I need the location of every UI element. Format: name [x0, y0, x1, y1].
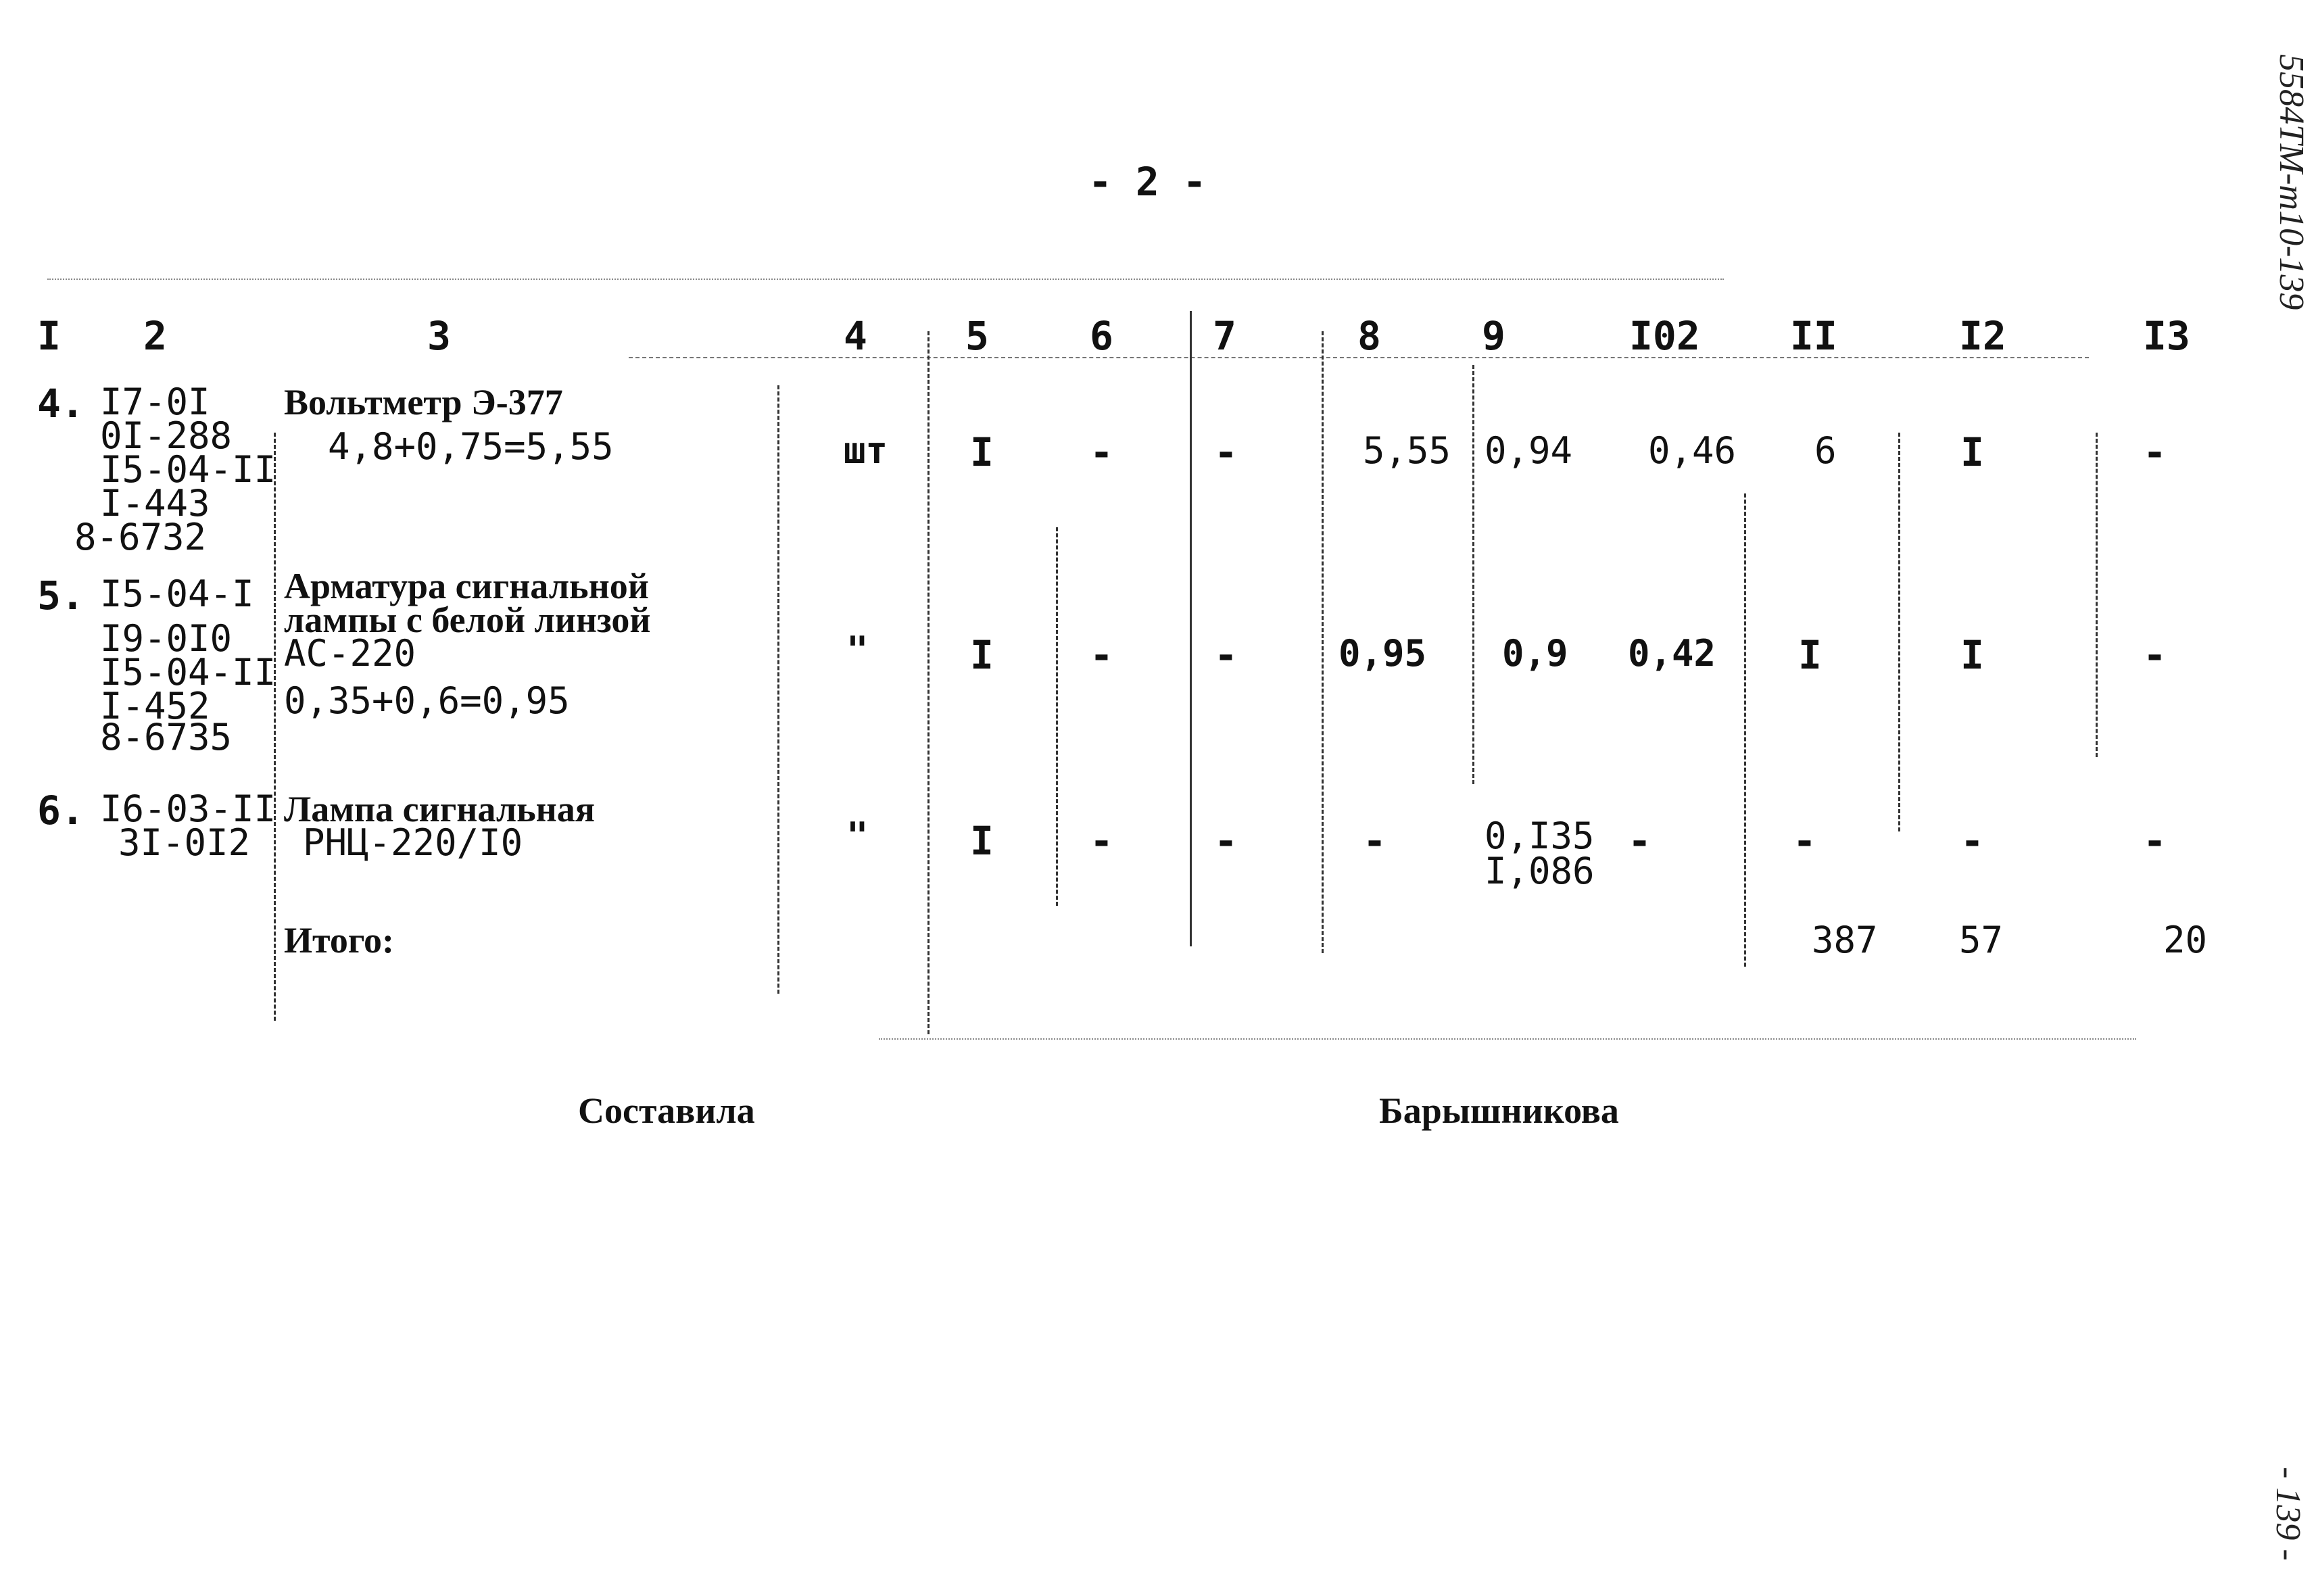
cell-col8: 0,95: [1338, 632, 1427, 675]
cell-col6: -: [1090, 818, 1113, 864]
cell-col6: -: [1090, 632, 1113, 678]
row-description: АС-220: [284, 632, 416, 675]
row-code: 8-6732: [74, 516, 207, 558]
col-sep-4-5: [927, 331, 930, 1034]
row-code: 8-6735: [100, 716, 233, 758]
header-rule: [629, 357, 2089, 358]
signature-label: Составила: [578, 1090, 755, 1131]
row-code: I6-03-II: [100, 788, 276, 830]
col-sep-10-11: [1744, 493, 1746, 967]
row-description: Вольтметр Э-377: [284, 382, 563, 422]
cell-col13: -: [2143, 429, 2167, 475]
col-header-7: 7: [1213, 313, 1236, 359]
col-header-1: I: [37, 313, 61, 359]
row-description: Лампа сигнальная: [284, 789, 596, 829]
corner-code: 5584ТМ-т10-139: [2272, 54, 2311, 310]
col-sep-6-7: [1190, 311, 1192, 946]
cell-col9: 0,I35: [1485, 815, 1595, 857]
row-code: I5-04-I: [100, 573, 254, 615]
top-rule: [47, 279, 1724, 280]
row-code: I-452: [100, 685, 210, 727]
col-sep-12-13: [2096, 433, 2098, 757]
col-header-13: I3: [2143, 313, 2190, 359]
page-number: - 2 -: [1088, 159, 1207, 205]
cell-col9: I,086: [1485, 850, 1595, 892]
total-label: Итого:: [284, 920, 394, 961]
row-description: 4,8+0,75=5,55: [328, 425, 614, 468]
row-code: I5-04-II: [100, 651, 276, 694]
cell-col9: 0,94: [1485, 429, 1573, 472]
row-number: 4.: [37, 381, 85, 427]
cell-col13: -: [2143, 632, 2167, 678]
cell-col5: I: [970, 429, 994, 475]
cell-col10: 0,42: [1628, 632, 1716, 675]
row-code: I5-04-II: [100, 448, 276, 491]
cell-col11: 6: [1814, 429, 1837, 472]
cell-col12: I: [1960, 632, 1984, 678]
total-col12: 57: [1959, 919, 2004, 961]
row-code: I7-0I: [100, 381, 210, 423]
row-description: 0,35+0,6=0,95: [284, 679, 570, 722]
signature-name: Барышникова: [1379, 1090, 1619, 1131]
cell-col6: -: [1090, 429, 1113, 475]
cell-unit: ": [846, 629, 869, 671]
col-header-6: 6: [1090, 313, 1113, 359]
col-header-3: 3: [427, 313, 451, 359]
cell-col12: -: [1960, 818, 1984, 864]
cell-col10: -: [1628, 818, 1651, 864]
cell-col9: 0,9: [1502, 632, 1568, 675]
row-description: РНЦ-220/I0: [303, 821, 523, 864]
cell-col7: -: [1214, 429, 1238, 475]
cell-col11: -: [1793, 818, 1816, 864]
cell-unit: ": [846, 815, 869, 857]
cell-col11: I: [1798, 632, 1822, 678]
cell-unit: шт: [844, 429, 888, 472]
row-number: 6.: [37, 788, 85, 833]
row-description: лампы с белой линзой: [284, 600, 651, 640]
cell-col7: -: [1214, 632, 1238, 678]
col-sep-8-9: [1472, 365, 1474, 784]
col-sep-2-3: [274, 433, 276, 1021]
cell-col5: I: [970, 632, 994, 678]
col-header-12: I2: [1959, 313, 2006, 359]
row-code: I9-0I0: [100, 617, 233, 660]
bottom-rule: [879, 1038, 2136, 1040]
col-sep-3-4: [777, 385, 779, 994]
row-code: 0I-288: [100, 414, 233, 457]
col-header-5: 5: [965, 313, 989, 359]
total-col11: 387: [1812, 919, 1878, 961]
col-header-8: 8: [1357, 313, 1381, 359]
footer-page-number: - 139 -: [2269, 1467, 2307, 1561]
cell-col12: I: [1960, 429, 1984, 475]
total-col13: 20: [2163, 919, 2208, 961]
cell-col8: 5,55: [1363, 429, 1451, 472]
row-number: 5.: [37, 573, 85, 619]
col-header-9: 9: [1482, 313, 1505, 359]
cell-col7: -: [1214, 818, 1238, 864]
col-sep-7-8: [1322, 331, 1324, 953]
row-code: 3I-0I2: [118, 821, 251, 864]
col-header-10: I02: [1629, 313, 1700, 359]
row-description: Арматура сигнальной: [284, 566, 649, 606]
cell-col13: -: [2143, 818, 2167, 864]
cell-col10: 0,46: [1648, 429, 1737, 472]
col-sep-11-12: [1898, 433, 1900, 831]
col-header-11: II: [1790, 313, 1837, 359]
col-sep-5-6: [1056, 527, 1058, 906]
cell-col8: -: [1363, 818, 1386, 864]
col-header-4: 4: [844, 313, 867, 359]
row-code: I-443: [100, 482, 210, 525]
col-header-2: 2: [143, 313, 167, 359]
cell-col5: I: [970, 818, 994, 864]
